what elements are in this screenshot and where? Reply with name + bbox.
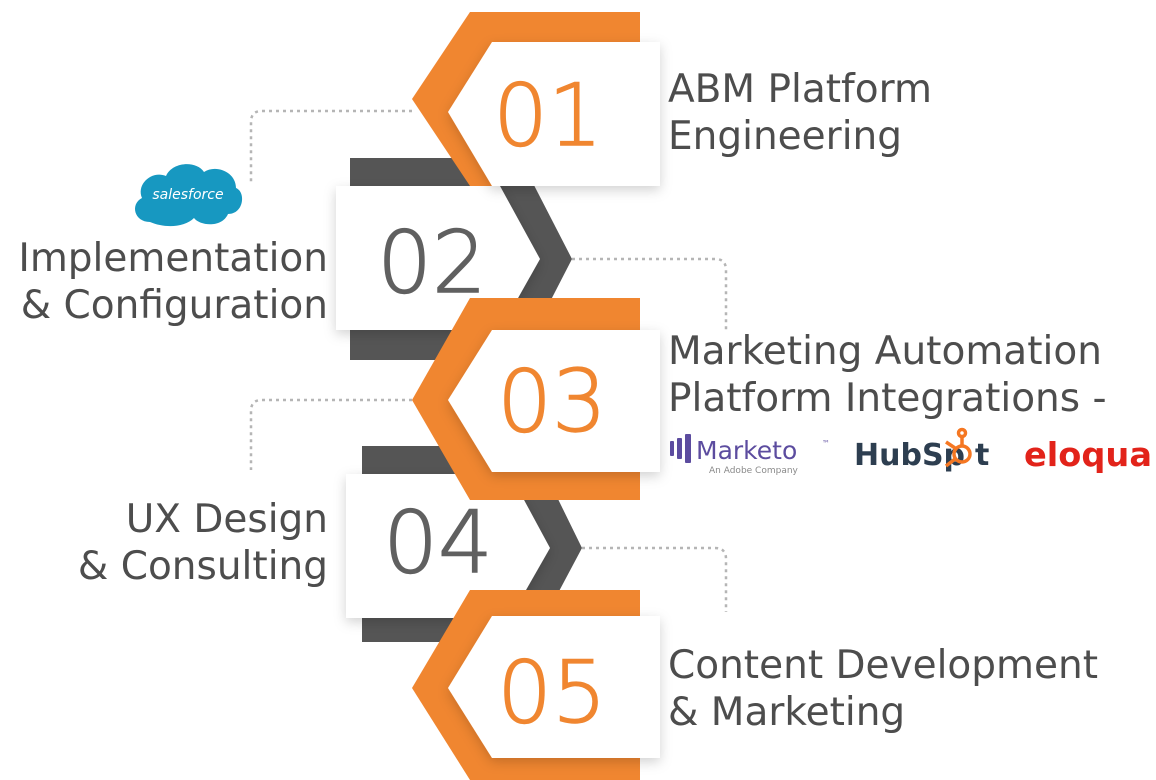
step-01-title-line1: ABM Platform (668, 67, 932, 112)
step-05-title-line1: Content Development (668, 643, 1099, 688)
salesforce-logo: salesforce (135, 164, 243, 227)
step-04-number: 04 (383, 493, 492, 593)
step-01-title-line2: Engineering (668, 114, 902, 159)
step-03-title-line1: Marketing Automation (668, 329, 1102, 374)
step-04-title-line1: UX Design (125, 497, 328, 542)
step-05-number: 05 (497, 643, 606, 743)
marketo-logo: Marketo ™ An Adobe Company (670, 434, 830, 476)
step-01-hexagon (412, 12, 660, 186)
step-01-label: ABM Platform Engineering (668, 66, 932, 160)
marketo-wordmark: Marketo (696, 436, 797, 465)
step-numbers: 01 02 03 04 05 (377, 65, 608, 743)
step-02-number: 02 (377, 213, 486, 313)
step-01-hex-inner (448, 42, 660, 186)
step-03-label: Marketing Automation Platform Integratio… (668, 328, 1107, 422)
connector-04 (582, 546, 728, 612)
step-02-title-line2: & Configuration (20, 283, 328, 328)
step-02-title-line1: Implementation (18, 236, 328, 281)
step-02-label: Implementation & Configuration (18, 235, 328, 329)
step-03-title-line2: Platform Integrations - (668, 376, 1107, 421)
step-03-hexagon (412, 298, 660, 500)
marketo-bars-icon (670, 434, 691, 463)
salesforce-wordmark: salesforce (152, 187, 223, 203)
hubspot-wordmark-b: t (975, 438, 989, 473)
step-04-hex-inner (346, 474, 550, 618)
step-03-number: 03 (497, 352, 606, 452)
step-05-hexagon (412, 590, 660, 780)
salesforce-cloud-icon (135, 164, 243, 227)
step-05-hex-inner (448, 616, 660, 758)
hubspot-logo: HubSp t (854, 427, 989, 473)
hubspot-sprocket-icon (944, 427, 972, 468)
connectors (249, 109, 728, 612)
step-01-number: 01 (493, 66, 602, 166)
marketo-subtitle: An Adobe Company (709, 466, 799, 476)
eloqua-wordmark: eloqua (1024, 435, 1152, 474)
marketo-trademark: ™ (822, 439, 830, 448)
step-02-hex-inner (336, 186, 540, 330)
step-04-title-line2: & Consulting (77, 544, 328, 589)
step-05-label: Content Development & Marketing (668, 642, 1098, 736)
eloqua-logo: eloqua (1024, 435, 1152, 474)
step-03-hex-inner (448, 330, 660, 472)
step-05-title-line2: & Marketing (668, 690, 906, 735)
step-04-label: UX Design & Consulting (78, 496, 328, 590)
